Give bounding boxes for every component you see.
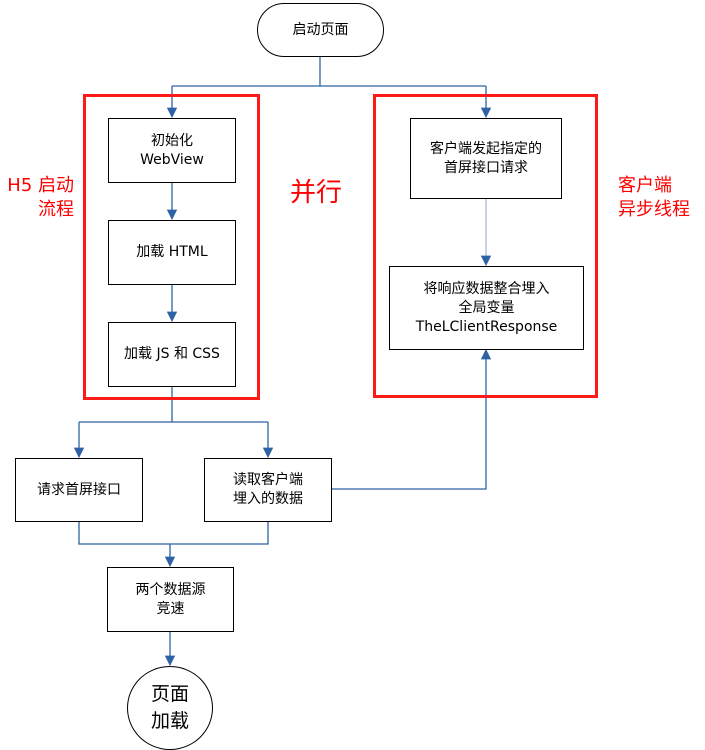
init-line1: 初始化 xyxy=(151,132,193,149)
h5-group-label: H5 启动 流程 xyxy=(0,174,74,222)
h5-startup-group xyxy=(83,94,260,400)
h5-label-line1: H5 启动 xyxy=(7,175,74,196)
load-js-css-node: 加载 JS 和 CSS xyxy=(108,322,236,387)
load-html-node: 加载 HTML xyxy=(108,220,236,285)
embed-line3: TheLClientResponse xyxy=(415,318,558,335)
client-async-group xyxy=(373,94,598,398)
connector-merge xyxy=(78,521,269,566)
client-request-line1: 客户端发起指定的 xyxy=(430,140,542,157)
client-group-label: 客户端 异步线程 xyxy=(618,174,690,222)
connector-start-split xyxy=(172,57,486,87)
request-first-screen-node: 请求首屏接口 xyxy=(15,458,143,522)
client-request-line2: 首屏接口请求 xyxy=(444,159,528,176)
read-client-line1: 读取客户端 xyxy=(233,472,303,488)
start-node: 启动页面 xyxy=(257,3,384,57)
init-line2: WebView xyxy=(140,151,204,168)
client-label-line1: 客户端 xyxy=(618,175,672,196)
read-client-line2: 埋入的数据 xyxy=(233,491,303,507)
embed-line2: 全局变量 xyxy=(458,299,515,316)
start-label: 启动页面 xyxy=(292,21,349,38)
race-node: 两个数据源 竞速 xyxy=(107,567,234,632)
read-client-data-node: 读取客户端 埋入的数据 xyxy=(204,458,332,522)
h5-label-line2: 流程 xyxy=(38,199,74,220)
end-node: 页面 加载 xyxy=(127,666,213,750)
embed-line1: 将响应数据整合埋入 xyxy=(423,280,550,297)
client-request-node: 客户端发起指定的 首屏接口请求 xyxy=(410,118,562,199)
request-first-screen-label: 请求首屏接口 xyxy=(37,481,121,498)
parallel-label: 并行 xyxy=(290,178,343,208)
load-html-label: 加载 HTML xyxy=(136,244,208,260)
embed-response-node: 将响应数据整合埋入 全局变量 TheLClientResponse xyxy=(389,266,584,350)
client-label-line2: 异步线程 xyxy=(618,199,690,220)
load-js-css-label: 加载 JS 和 CSS xyxy=(124,346,220,362)
end-line1: 页面 xyxy=(150,683,189,705)
init-webview-node: 初始化 WebView xyxy=(108,118,236,183)
end-line2: 加载 xyxy=(150,710,189,732)
race-line1: 两个数据源 xyxy=(135,581,206,598)
connector-js-split xyxy=(79,386,268,423)
race-line2: 竞速 xyxy=(156,600,185,617)
